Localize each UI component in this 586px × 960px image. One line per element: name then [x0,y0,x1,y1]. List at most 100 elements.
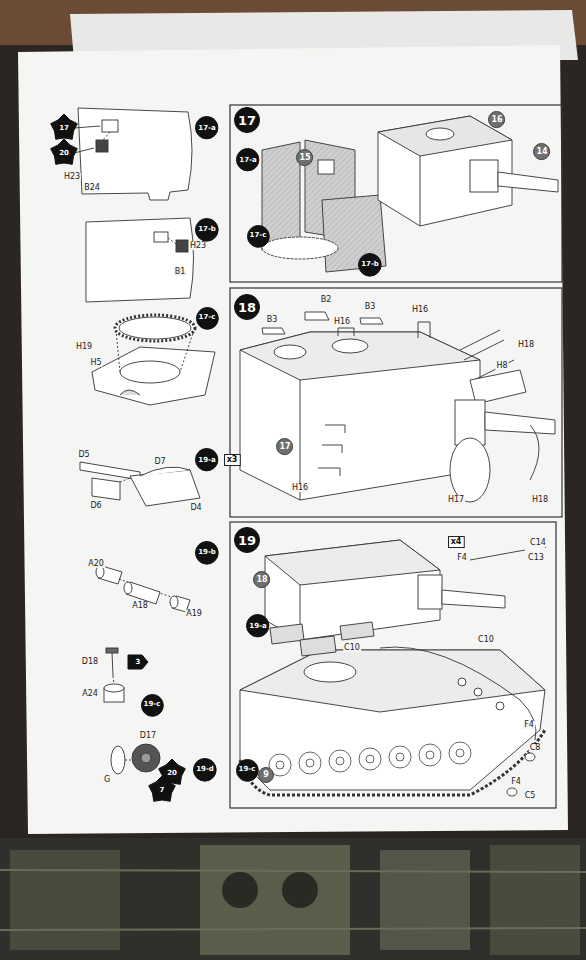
part-label: A20 [87,560,105,568]
part-label: H8 [495,362,508,370]
substep-badge: 17-a [195,116,218,139]
photo-background-part [0,870,586,872]
part-label: H23 [189,242,207,250]
step18-assembly-part [332,339,368,353]
step19-assembly-part [304,662,356,682]
node-text: 19-d [196,766,214,773]
part-label: D17 [139,732,157,740]
callout-number: 18 [253,571,270,588]
step19-assembly [240,540,546,796]
step19-assembly-part [458,678,466,686]
left-subassemblies-part [86,218,194,302]
step19-assembly-part [418,575,442,609]
left-subassemblies-part [154,232,168,242]
step19-assembly-part [380,647,536,740]
step19-assembly-part [270,624,304,644]
left-subassemblies-part [115,315,195,341]
part-label: C14 [529,539,547,547]
part-label: D6 [89,502,102,510]
left-subassemblies-part [106,648,118,653]
part-label: C5 [524,792,537,800]
left-subassemblies-part [141,753,151,763]
step18-assembly-part [360,318,383,324]
substep-badge: 19-b [195,541,219,565]
left-subassemblies-part [116,330,120,372]
step-number: 17 [234,107,260,133]
step17-assembly-part [470,160,498,192]
step19-assembly-part [442,590,505,608]
node-text: 19-c [239,766,256,773]
left-subassemblies-part [120,390,140,395]
step17-assembly-part [378,116,512,156]
part-label: D7 [153,458,166,466]
road-wheel [449,742,471,764]
substep-badge-shape [196,117,218,139]
step18-assembly-part [418,322,430,338]
road-wheel [299,752,321,774]
step17-assembly-part [498,172,558,192]
node-text: 20 [167,770,177,777]
step17-assembly [262,116,558,272]
step18-assembly-part [240,332,480,500]
step19-assembly-part [240,650,545,712]
star-marker: 17 [53,117,75,139]
step17-assembly-part [426,128,454,140]
node-text: 17-a [239,157,256,164]
part-label: A18 [131,602,149,610]
left-subassemblies-part [92,478,120,500]
callout-number-shape [277,439,293,455]
part-label: H16 [291,484,309,492]
part-label: C10 [477,636,495,644]
left-subassemblies-part [124,582,132,594]
step18-assembly-part [338,328,354,336]
step18-assembly-part [305,312,329,320]
arrow-tag-shape [128,655,148,669]
left-subassemblies-part [119,317,191,339]
node-text: 19-a [249,623,266,630]
left-subassemblies-part [170,596,178,608]
step18-assembly [240,312,555,502]
photo-background-part [18,45,568,834]
node-text: x3 [227,456,238,464]
substep-badge: 19-d [193,758,217,782]
step19-assembly-part [507,788,517,796]
star-marker-shape [51,139,78,164]
node-text: 16 [491,116,502,124]
wheel-hub [276,761,284,769]
part-label: H19 [75,343,93,351]
step18-assembly-part [470,370,526,404]
step-panels [230,105,562,808]
part-label: C13 [527,554,545,562]
node-text: 19-c [144,701,161,708]
step18-assembly-part [450,438,490,502]
part-label: B2 [320,296,333,304]
quantity-box-shape [448,537,464,548]
part-label: B3 [364,303,377,311]
substep-badge-shape [359,254,382,277]
step-panels-part [230,522,556,808]
quantity-box: x3 [224,454,241,466]
part-label: H23 [63,173,81,181]
photo-background-part [10,850,120,950]
node-text: 17 [279,443,290,451]
step17-assembly-part [262,237,338,259]
part-label: A19 [185,610,203,618]
step19-assembly-part [265,540,440,585]
callout-number: 15 [296,149,313,166]
step19-assembly-part [269,742,471,776]
step18-assembly-part [262,328,285,334]
node-text: 9 [263,771,269,779]
star-marker-shape [149,776,176,801]
substep-badge: 17-b [358,253,382,277]
left-subassemblies-part [104,684,124,692]
left-subassemblies-part [78,108,192,200]
left-subassemblies-part [132,744,160,772]
photo-background-part [0,838,586,960]
part-label: B24 [83,184,101,192]
step-number-shape [235,108,260,133]
left-subassemblies-part [168,238,176,244]
wheel-hub [306,759,314,767]
substep-badge: 19-a [195,448,218,471]
